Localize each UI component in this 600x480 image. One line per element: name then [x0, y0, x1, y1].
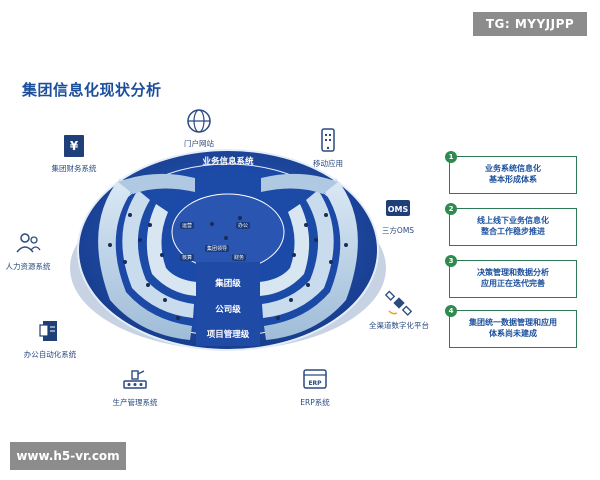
- center-aisle: [196, 262, 260, 346]
- system-label: 三方OMS: [381, 226, 415, 235]
- finding-card: 集团统一数据管理和应用 体系尚未建成: [449, 310, 577, 348]
- system-label: 集团财务系统: [51, 164, 97, 173]
- watermark-top: TG: MYYJJPP: [473, 12, 587, 36]
- finding-line1: 线上线下业务信息化: [477, 216, 549, 226]
- pod-label: 运营: [180, 222, 195, 229]
- system-mobile: 移动应用: [273, 127, 383, 169]
- machine-icon: [123, 370, 147, 389]
- system-label: 移动应用: [313, 159, 343, 168]
- finding-line2: 基本形成体系: [489, 175, 537, 184]
- globe-icon: [187, 109, 211, 133]
- system-label: 办公自动化系统: [23, 350, 77, 359]
- pod-label: 集团领导: [205, 245, 230, 252]
- system-erp: ERP ERP系统: [260, 366, 370, 408]
- system-label: 人力资源系统: [5, 262, 51, 271]
- oms-icon: OMS: [386, 200, 410, 216]
- system-label: ERP系统: [300, 398, 330, 407]
- watermark-bottom: www.h5-vr.com: [10, 442, 126, 470]
- finding-card: 业务系统信息化 基本形成体系: [449, 156, 577, 194]
- pod-label: 核算: [180, 254, 195, 261]
- finding-line2: 应用正在迭代完善: [481, 279, 545, 288]
- system-label: 门户网站: [184, 139, 214, 148]
- system-production: 生产管理系统: [80, 366, 190, 408]
- system-label: 全渠道数字化平台: [369, 321, 429, 330]
- erp-icon-text: ERP: [308, 380, 322, 387]
- left-tiers: [98, 173, 197, 340]
- ring-label-business: 业务信息系统: [202, 157, 254, 167]
- erp-icon: ERP: [303, 369, 327, 389]
- finding-line2: 体系尚未建成: [489, 329, 537, 338]
- system-label: 生产管理系统: [112, 398, 158, 407]
- finding-card: 线上线下业务信息化 整合工作稳步推进: [449, 208, 577, 246]
- finding-line1: 集团统一数据管理和应用: [469, 318, 557, 328]
- oms-icon-text: OMS: [388, 205, 409, 214]
- finding-number-badge: 2: [445, 203, 457, 215]
- document-icon: [39, 321, 57, 341]
- ring-label-company: 公司级: [215, 305, 241, 315]
- finding-number-badge: 3: [445, 255, 457, 267]
- system-portal: 门户网站: [144, 107, 254, 149]
- system-oms: OMS 三方OMS: [343, 194, 453, 236]
- finding-number-badge: 4: [445, 305, 457, 317]
- people-icon: [16, 233, 41, 253]
- ring-label-project: 项目管理级: [206, 330, 250, 340]
- system-omni: 全渠道数字化平台: [344, 289, 454, 331]
- page-title: 集团信息化现状分析: [22, 81, 162, 99]
- mobile-icon: [321, 128, 335, 152]
- finance-icon: ¥: [64, 135, 84, 157]
- finance-icon-text: ¥: [70, 139, 79, 153]
- ring-label-group: 集团级: [215, 279, 241, 289]
- satellite-icon: [385, 290, 413, 316]
- finding-card: 决策管理和数据分析 应用正在迭代完善: [449, 260, 577, 298]
- system-office: 办公自动化系统: [0, 318, 105, 360]
- system-finance: ¥ 集团财务系统: [19, 132, 129, 174]
- finding-number-badge: 1: [445, 151, 457, 163]
- right-tiers: [259, 173, 358, 340]
- finding-line1: 决策管理和数据分析: [477, 268, 549, 278]
- crowd: [108, 213, 348, 320]
- finding-line1: 业务系统信息化: [485, 164, 541, 174]
- pod-label: 财务: [232, 254, 247, 261]
- pod-label: 办公: [236, 222, 251, 229]
- finding-line2: 整合工作稳步推进: [481, 227, 545, 236]
- system-hr: 人力资源系统: [0, 230, 83, 272]
